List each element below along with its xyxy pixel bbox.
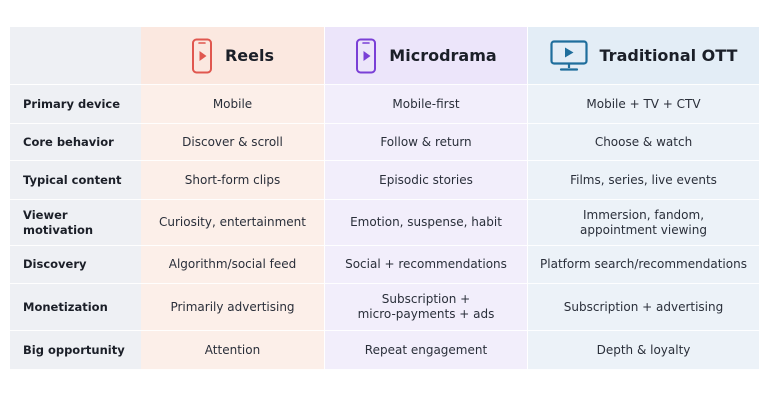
- cell-traditional-ott: Mobile + TV + CTV: [527, 85, 759, 124]
- column-title: Reels: [224, 46, 275, 65]
- cell-traditional-ott: Subscription + advertising: [527, 284, 759, 331]
- cell-traditional-ott: Depth & loyalty: [527, 331, 759, 370]
- cell-microdrama: Repeat engagement: [324, 331, 527, 370]
- header-reels: Reels: [141, 27, 324, 85]
- row-label-monetization: Monetization: [10, 284, 141, 331]
- cell-reels: Attention: [141, 331, 324, 370]
- cell-microdrama: Emotion, suspense, habit: [324, 200, 527, 246]
- cell-reels: Mobile: [141, 85, 324, 124]
- cell-traditional-ott: Choose & watch: [527, 124, 759, 161]
- header-microdrama: Microdrama: [324, 27, 527, 85]
- row-label-typical-content: Typical content: [10, 161, 141, 200]
- cell-microdrama: Subscription + micro-payments + ads: [324, 284, 527, 331]
- cell-microdrama: Episodic stories: [324, 161, 527, 200]
- header-corner: [10, 27, 141, 85]
- phone-play-icon: [355, 38, 377, 74]
- comparison-table: Reels Microdrama Traditional OTT Primary…: [10, 27, 759, 370]
- cell-traditional-ott: Films, series, live events: [527, 161, 759, 200]
- row-label-primary-device: Primary device: [10, 85, 141, 124]
- column-title: Microdrama: [389, 46, 497, 65]
- row-label-core-behavior: Core behavior: [10, 124, 141, 161]
- row-label-big-opportunity: Big opportunity: [10, 331, 141, 370]
- cell-reels: Primarily advertising: [141, 284, 324, 331]
- cell-reels: Curiosity, entertainment: [141, 200, 324, 246]
- row-label-viewer-motivation: Viewer motivation: [10, 200, 141, 246]
- monitor-play-icon: [549, 39, 588, 72]
- cell-reels: Short-form clips: [141, 161, 324, 200]
- cell-microdrama: Follow & return: [324, 124, 527, 161]
- cell-reels: Algorithm/social feed: [141, 246, 324, 284]
- cell-microdrama: Mobile-first: [324, 85, 527, 124]
- column-title: Traditional OTT: [599, 46, 738, 65]
- cell-traditional-ott: Platform search/recommendations: [527, 246, 759, 284]
- row-label-discovery: Discovery: [10, 246, 141, 284]
- phone-play-icon: [191, 38, 213, 74]
- cell-reels: Discover & scroll: [141, 124, 324, 161]
- header-traditional-ott: Traditional OTT: [527, 27, 759, 85]
- cell-microdrama: Social + recommendations: [324, 246, 527, 284]
- cell-traditional-ott: Immersion, fandom, appointment viewing: [527, 200, 759, 246]
